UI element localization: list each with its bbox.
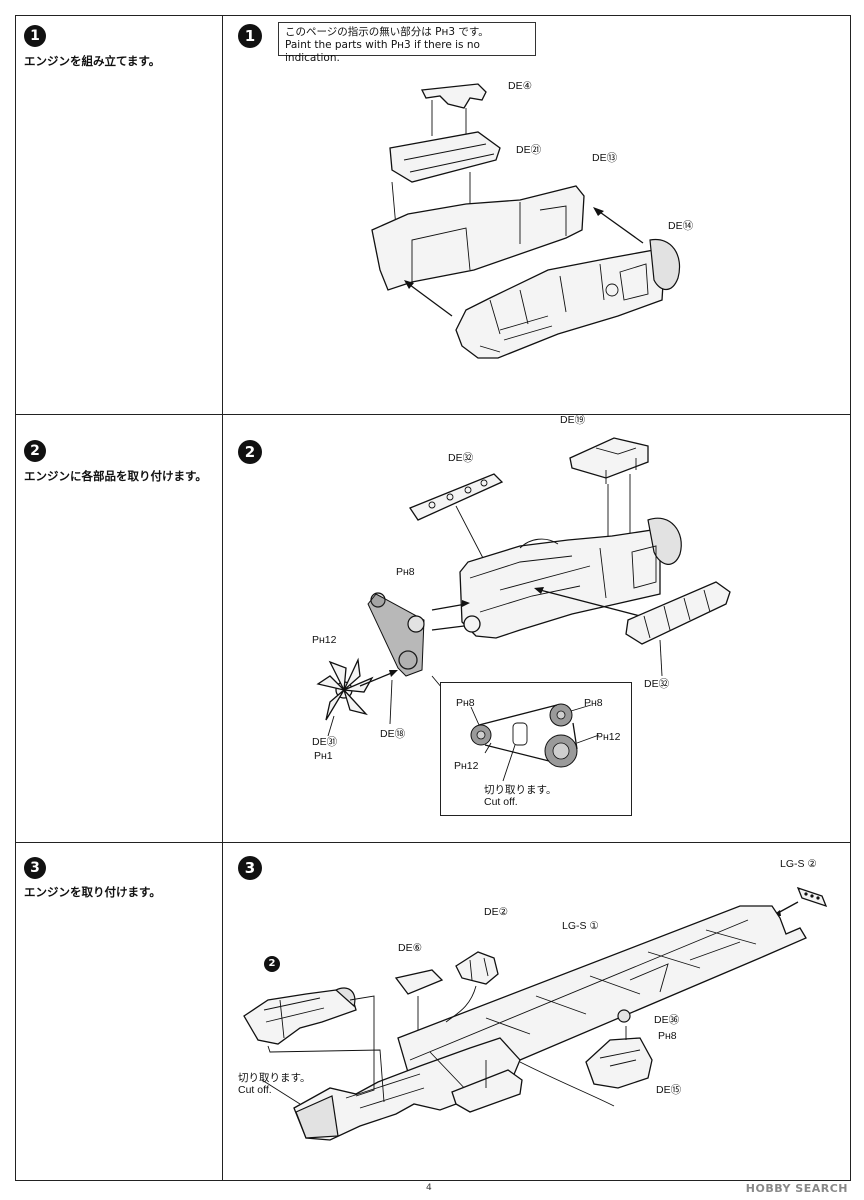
label-cut-en: Cut off. [238, 1084, 272, 1096]
part-de2 [455, 951, 499, 985]
column-divider [222, 15, 223, 1181]
diagram-step-badge-3: 3 [238, 856, 262, 880]
label-de36: DE㊱ [654, 1014, 680, 1026]
label-de13: DE⑬ [592, 152, 618, 164]
inset-label-ph8-left: Pʜ8 [456, 697, 475, 709]
step-instruction-2: エンジンに各部品を取り付けます。 [24, 469, 207, 483]
label-de18: DE⑱ [380, 728, 406, 740]
label-cut-jp: 切り取ります。 [238, 1072, 311, 1084]
step-instruction-1: エンジンを組み立てます。 [24, 54, 161, 68]
label-ph8-step3: Pʜ8 [658, 1030, 677, 1042]
label-de21: DE㉑ [516, 144, 542, 156]
paint-note-jp: このページの指示の無い部分は Pʜ3 です。 [285, 26, 489, 38]
belt-detail-drawing [470, 703, 600, 782]
label-de31: DE㉛ [312, 736, 338, 748]
page-number: 4 [426, 1183, 432, 1193]
label-de32-bottom: DE㉜ [644, 678, 670, 690]
label-de2: DE② [484, 906, 508, 918]
inset-cut-jp: 切り取ります。 [484, 784, 557, 796]
part-lower-box [451, 1069, 523, 1113]
part-de13 [371, 185, 585, 291]
paint-note-box: このページの指示の無い部分は Pʜ3 です。 Paint the parts w… [278, 22, 536, 64]
part-de4 [420, 83, 487, 109]
step-number-1: 1 [24, 25, 46, 47]
part-de32-top [409, 473, 504, 521]
row-divider-2 [15, 842, 851, 843]
fan-belt-de18 [367, 593, 425, 677]
inset-label-ph12-right: Pʜ12 [596, 731, 621, 743]
part-chassis-front [293, 1037, 521, 1141]
part-de19 [569, 437, 649, 479]
part-de21 [389, 131, 501, 183]
diagram-step-badge-2: 2 [238, 440, 262, 464]
diagram-step-badge-1: 1 [238, 24, 262, 48]
part-de14-cap [649, 238, 681, 291]
step-number-3: 3 [24, 857, 46, 879]
inset-cut-en: Cut off. [484, 796, 518, 808]
label-ph8: Pʜ8 [396, 566, 415, 578]
label-ph1: Pʜ1 [314, 750, 333, 762]
label-de32-top: DE㉜ [448, 452, 474, 464]
pulley-ph12 [407, 615, 425, 633]
label-de4: DE④ [508, 80, 532, 92]
part-engine-body [459, 529, 661, 639]
part-de6 [394, 969, 444, 995]
label-ph12: Pʜ12 [312, 634, 337, 646]
fan-de31 [316, 657, 374, 721]
watermark: HOBBY SEARCH [745, 1182, 848, 1195]
part-de36 [617, 1009, 631, 1023]
label-lgs2: LG-S ② [780, 858, 817, 870]
engine-subassembly [243, 989, 357, 1045]
label-de15: DE⑮ [656, 1084, 682, 1096]
part-de15 [585, 1037, 653, 1089]
part-de32-right [625, 581, 731, 645]
belt-detail-inset [440, 682, 632, 816]
label-subassembly-2: 2 [264, 956, 280, 972]
paint-note-en: Paint the parts with Pʜ3 if there is no … [285, 39, 480, 64]
page-frame [15, 15, 851, 1181]
label-de6: DE⑥ [398, 942, 422, 954]
step-instruction-3: エンジンを取り付けます。 [24, 885, 161, 899]
label-lgs1: LG-S ① [562, 920, 599, 932]
label-de14: DE⑭ [668, 220, 694, 232]
inset-label-ph8-right: Pʜ8 [584, 697, 603, 709]
label-de19: DE⑲ [560, 414, 586, 426]
inset-label-ph12-left: Pʜ12 [454, 760, 479, 772]
row-divider-1 [15, 414, 851, 415]
step-number-2: 2 [24, 440, 46, 462]
